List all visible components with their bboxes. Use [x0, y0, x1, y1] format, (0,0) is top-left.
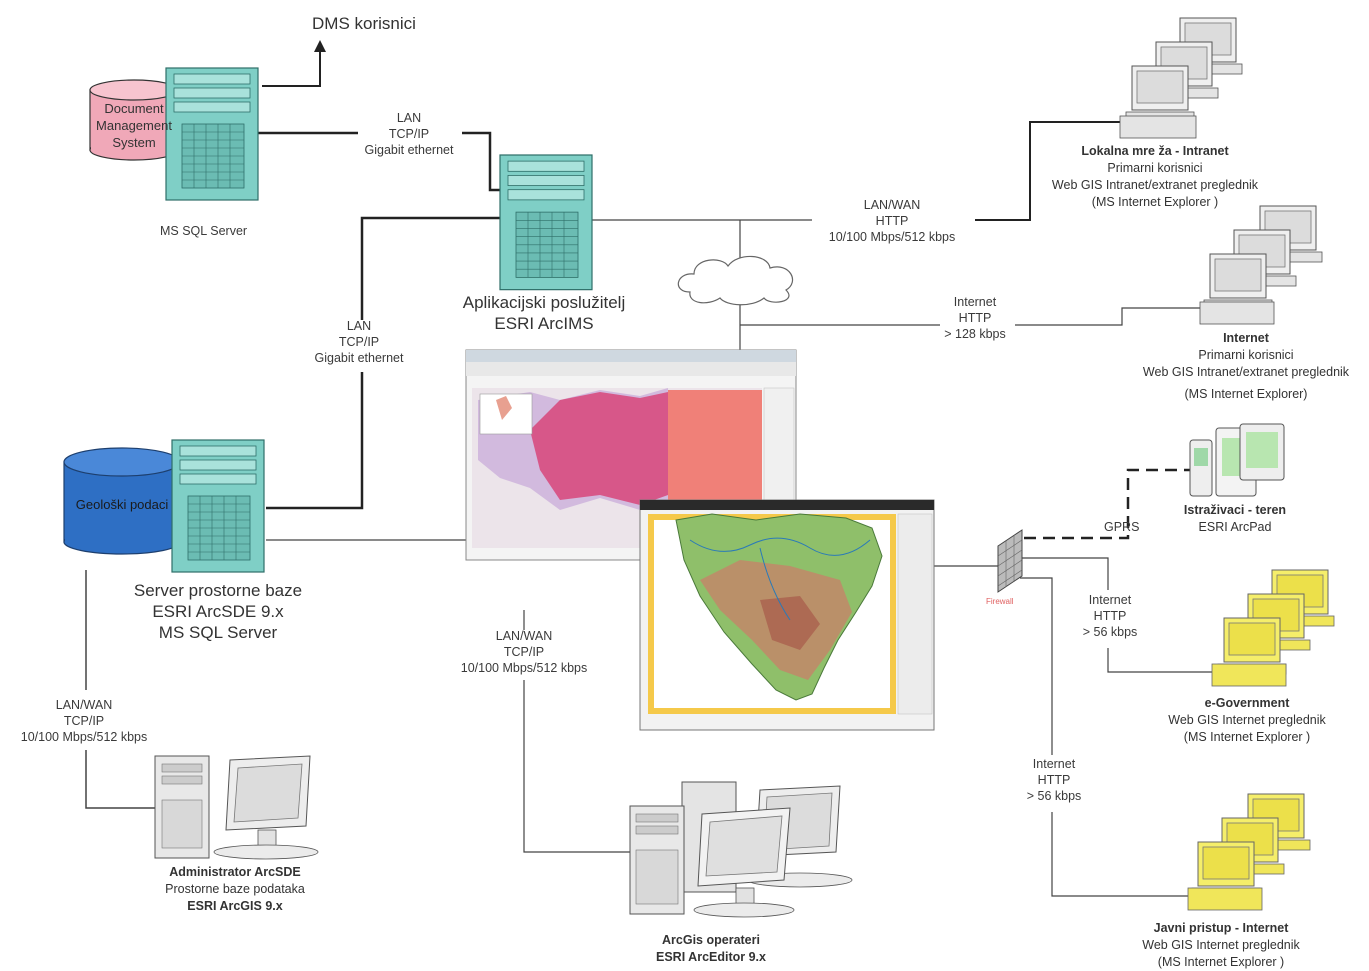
link-internet2-line3: > 56 kbps — [1082, 625, 1138, 639]
field-title: Istraživaci - teren — [1183, 503, 1287, 517]
arcgis-map-screenshot — [639, 499, 935, 731]
app-server-label: Aplikacijski poslužitelj ESRI ArcIMS — [444, 292, 644, 334]
internet-title: Internet — [1223, 331, 1269, 345]
link-lanwan-label: LAN/WAN HTTP 10/100 Mbps/512 kbps — [812, 197, 972, 245]
internet-l1: Primarni korisnici — [1198, 348, 1294, 362]
dms-cylinder-label: Document Management System — [88, 100, 180, 151]
spatial-server-label: Server prostorne baze ESRI ArcSDE 9.x MS… — [118, 580, 318, 643]
link-admin-line1: LAN/WAN — [55, 698, 113, 712]
public-workstations-icon — [1187, 793, 1311, 911]
link-admin-line3: 10/100 Mbps/512 kbps — [20, 730, 148, 744]
egov-workstations-icon — [1211, 569, 1335, 687]
link-internet1-line1: Internet — [953, 295, 997, 309]
internet-l2: Web GIS Intranet/extranet preglednik — [1142, 365, 1350, 379]
admin-caption: Administrator ArcSDE Prostorne baze poda… — [140, 864, 330, 915]
link-lanwan-line2: HTTP — [875, 214, 909, 228]
egov-caption: e-Government Web GIS Internet preglednik… — [1150, 695, 1344, 746]
internet-l3: (MS Internet Explorer) — [1184, 387, 1308, 401]
ms-sql-caption: MS SQL Server — [160, 224, 248, 238]
app-server-line2: ESRI ArcIMS — [494, 314, 594, 333]
admin-app: ESRI ArcGIS 9.x — [187, 899, 283, 913]
link-center-line2: TCP/IP — [503, 645, 545, 659]
link-left-line2: TCP/IP — [338, 335, 380, 349]
public-caption: Javni pristup - Internet Web GIS Interne… — [1124, 920, 1318, 971]
spatial-server-line3: MS SQL Server — [158, 623, 278, 642]
link-top-line3: Gigabit ethernet — [364, 143, 454, 157]
dms-cylinder-line1: Document — [104, 101, 164, 116]
link-internet2-label: Internet HTTP > 56 kbps — [1070, 592, 1150, 640]
link-admin-line2: TCP/IP — [63, 714, 105, 728]
link-center-line3: 10/100 Mbps/512 kbps — [460, 661, 588, 675]
link-lanwan-line1: LAN/WAN — [863, 198, 921, 212]
operators-caption: ArcGis operateri ESRI ArcEditor 9.x — [626, 932, 796, 966]
link-center-line1: LAN/WAN — [495, 629, 553, 643]
gprs-label: GPRS — [1104, 520, 1140, 534]
intranet-caption: Lokalna mre ža - Intranet Primarni koris… — [1030, 143, 1280, 211]
link-internet1-line2: HTTP — [958, 311, 992, 325]
intranet-workstations-icon — [1119, 17, 1243, 139]
link-lanwan-line3: 10/100 Mbps/512 kbps — [828, 230, 956, 244]
firewall-icon — [997, 529, 1023, 593]
mobile-devices-icon — [1189, 423, 1285, 497]
link-left-label: LAN TCP/IP Gigabit ethernet — [302, 318, 416, 366]
link-internet3-line2: HTTP — [1037, 773, 1071, 787]
dms-cylinder-line3: System — [112, 135, 156, 150]
operators-workstations-icon — [629, 781, 853, 918]
link-internet1-line3: > 128 kbps — [944, 327, 1006, 341]
geo-cylinder-label: Geološki podaci — [75, 497, 169, 512]
public-l1: Web GIS Internet preglednik — [1142, 938, 1300, 952]
field-app: ESRI ArcPad — [1198, 520, 1272, 534]
public-title: Javni pristup - Internet — [1153, 921, 1289, 935]
dms-cylinder-line2: Management — [96, 118, 172, 133]
link-internet2-line2: HTTP — [1093, 609, 1127, 623]
link-center-label: LAN/WAN TCP/IP 10/100 Mbps/512 kbps — [446, 628, 602, 676]
app-server-tower — [499, 154, 593, 291]
link-internet3-label: Internet HTTP > 56 kbps — [1014, 756, 1094, 804]
spatial-server-line2: ESRI ArcSDE 9.x — [152, 602, 284, 621]
intranet-title: Lokalna mre ža - Intranet — [1081, 144, 1229, 158]
admin-workstation-icon — [154, 755, 319, 860]
admin-title: Administrator ArcSDE — [169, 865, 301, 879]
link-internet1-label: Internet HTTP > 128 kbps — [930, 294, 1020, 342]
link-top-line2: TCP/IP — [388, 127, 430, 141]
egov-title: e-Government — [1204, 696, 1290, 710]
egov-l2: (MS Internet Explorer ) — [1183, 730, 1311, 744]
link-top-line1: LAN — [396, 111, 422, 125]
connection-lines — [85, 40, 1214, 897]
link-admin-label: LAN/WAN TCP/IP 10/100 Mbps/512 kbps — [6, 697, 162, 745]
intranet-l3: (MS Internet Explorer ) — [1091, 195, 1219, 209]
internet-workstations-icon — [1199, 205, 1323, 325]
spatial-server-tower — [171, 439, 265, 573]
internet-cloud-icon — [677, 255, 793, 306]
geology-database-cylinder — [63, 447, 181, 555]
firewall-label: Firewall — [986, 597, 1014, 606]
dms-users-label: DMS korisnici — [312, 14, 416, 33]
field-caption: Istraživaci - teren ESRI ArcPad — [1170, 502, 1300, 536]
spatial-server-line1: Server prostorne baze — [133, 581, 303, 600]
app-server-line1: Aplikacijski poslužitelj — [462, 293, 626, 312]
intranet-l1: Primarni korisnici — [1107, 161, 1203, 175]
link-top-label: LAN TCP/IP Gigabit ethernet — [352, 110, 466, 158]
link-internet3-line1: Internet — [1032, 757, 1076, 771]
public-l2: (MS Internet Explorer ) — [1157, 955, 1285, 969]
link-left-line3: Gigabit ethernet — [314, 351, 404, 365]
link-left-line1: LAN — [346, 319, 372, 333]
intranet-l2: Web GIS Intranet/extranet preglednik — [1051, 178, 1259, 192]
egov-l1: Web GIS Internet preglednik — [1168, 713, 1326, 727]
link-internet3-line3: > 56 kbps — [1026, 789, 1082, 803]
operators-app: ESRI ArcEditor 9.x — [656, 950, 766, 964]
admin-sub: Prostorne baze podataka — [165, 882, 305, 896]
link-internet2-line1: Internet — [1088, 593, 1132, 607]
internet-caption: Internet Primarni korisnici Web GIS Intr… — [1124, 330, 1368, 403]
dms-database-cylinder — [89, 79, 179, 161]
operators-title: ArcGis operateri — [662, 933, 760, 947]
